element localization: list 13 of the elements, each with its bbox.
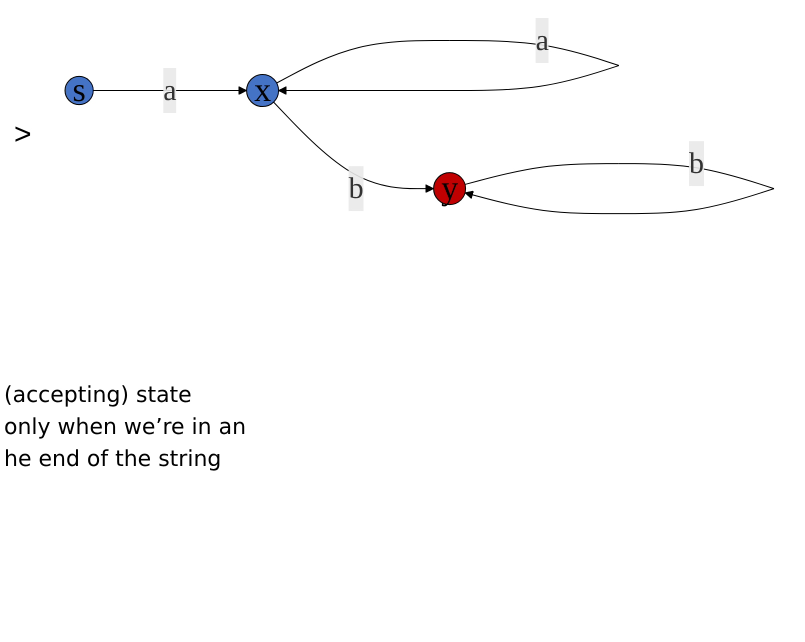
start-marker: > — [14, 118, 32, 152]
node-circle: s — [64, 76, 94, 106]
note-text: (accepting) state — [4, 382, 192, 410]
edge-label: a — [536, 24, 550, 57]
note-text: only when we’re in an — [4, 414, 246, 442]
note-text: he end of the string — [4, 446, 222, 474]
edge-label: a — [164, 74, 177, 108]
edge-label: b — [689, 147, 704, 180]
arrow — [274, 102, 434, 194]
node-circle: x — [246, 74, 280, 108]
arrow — [93, 86, 248, 95]
edge-label: b — [348, 172, 364, 206]
node-circle: y — [433, 172, 466, 206]
